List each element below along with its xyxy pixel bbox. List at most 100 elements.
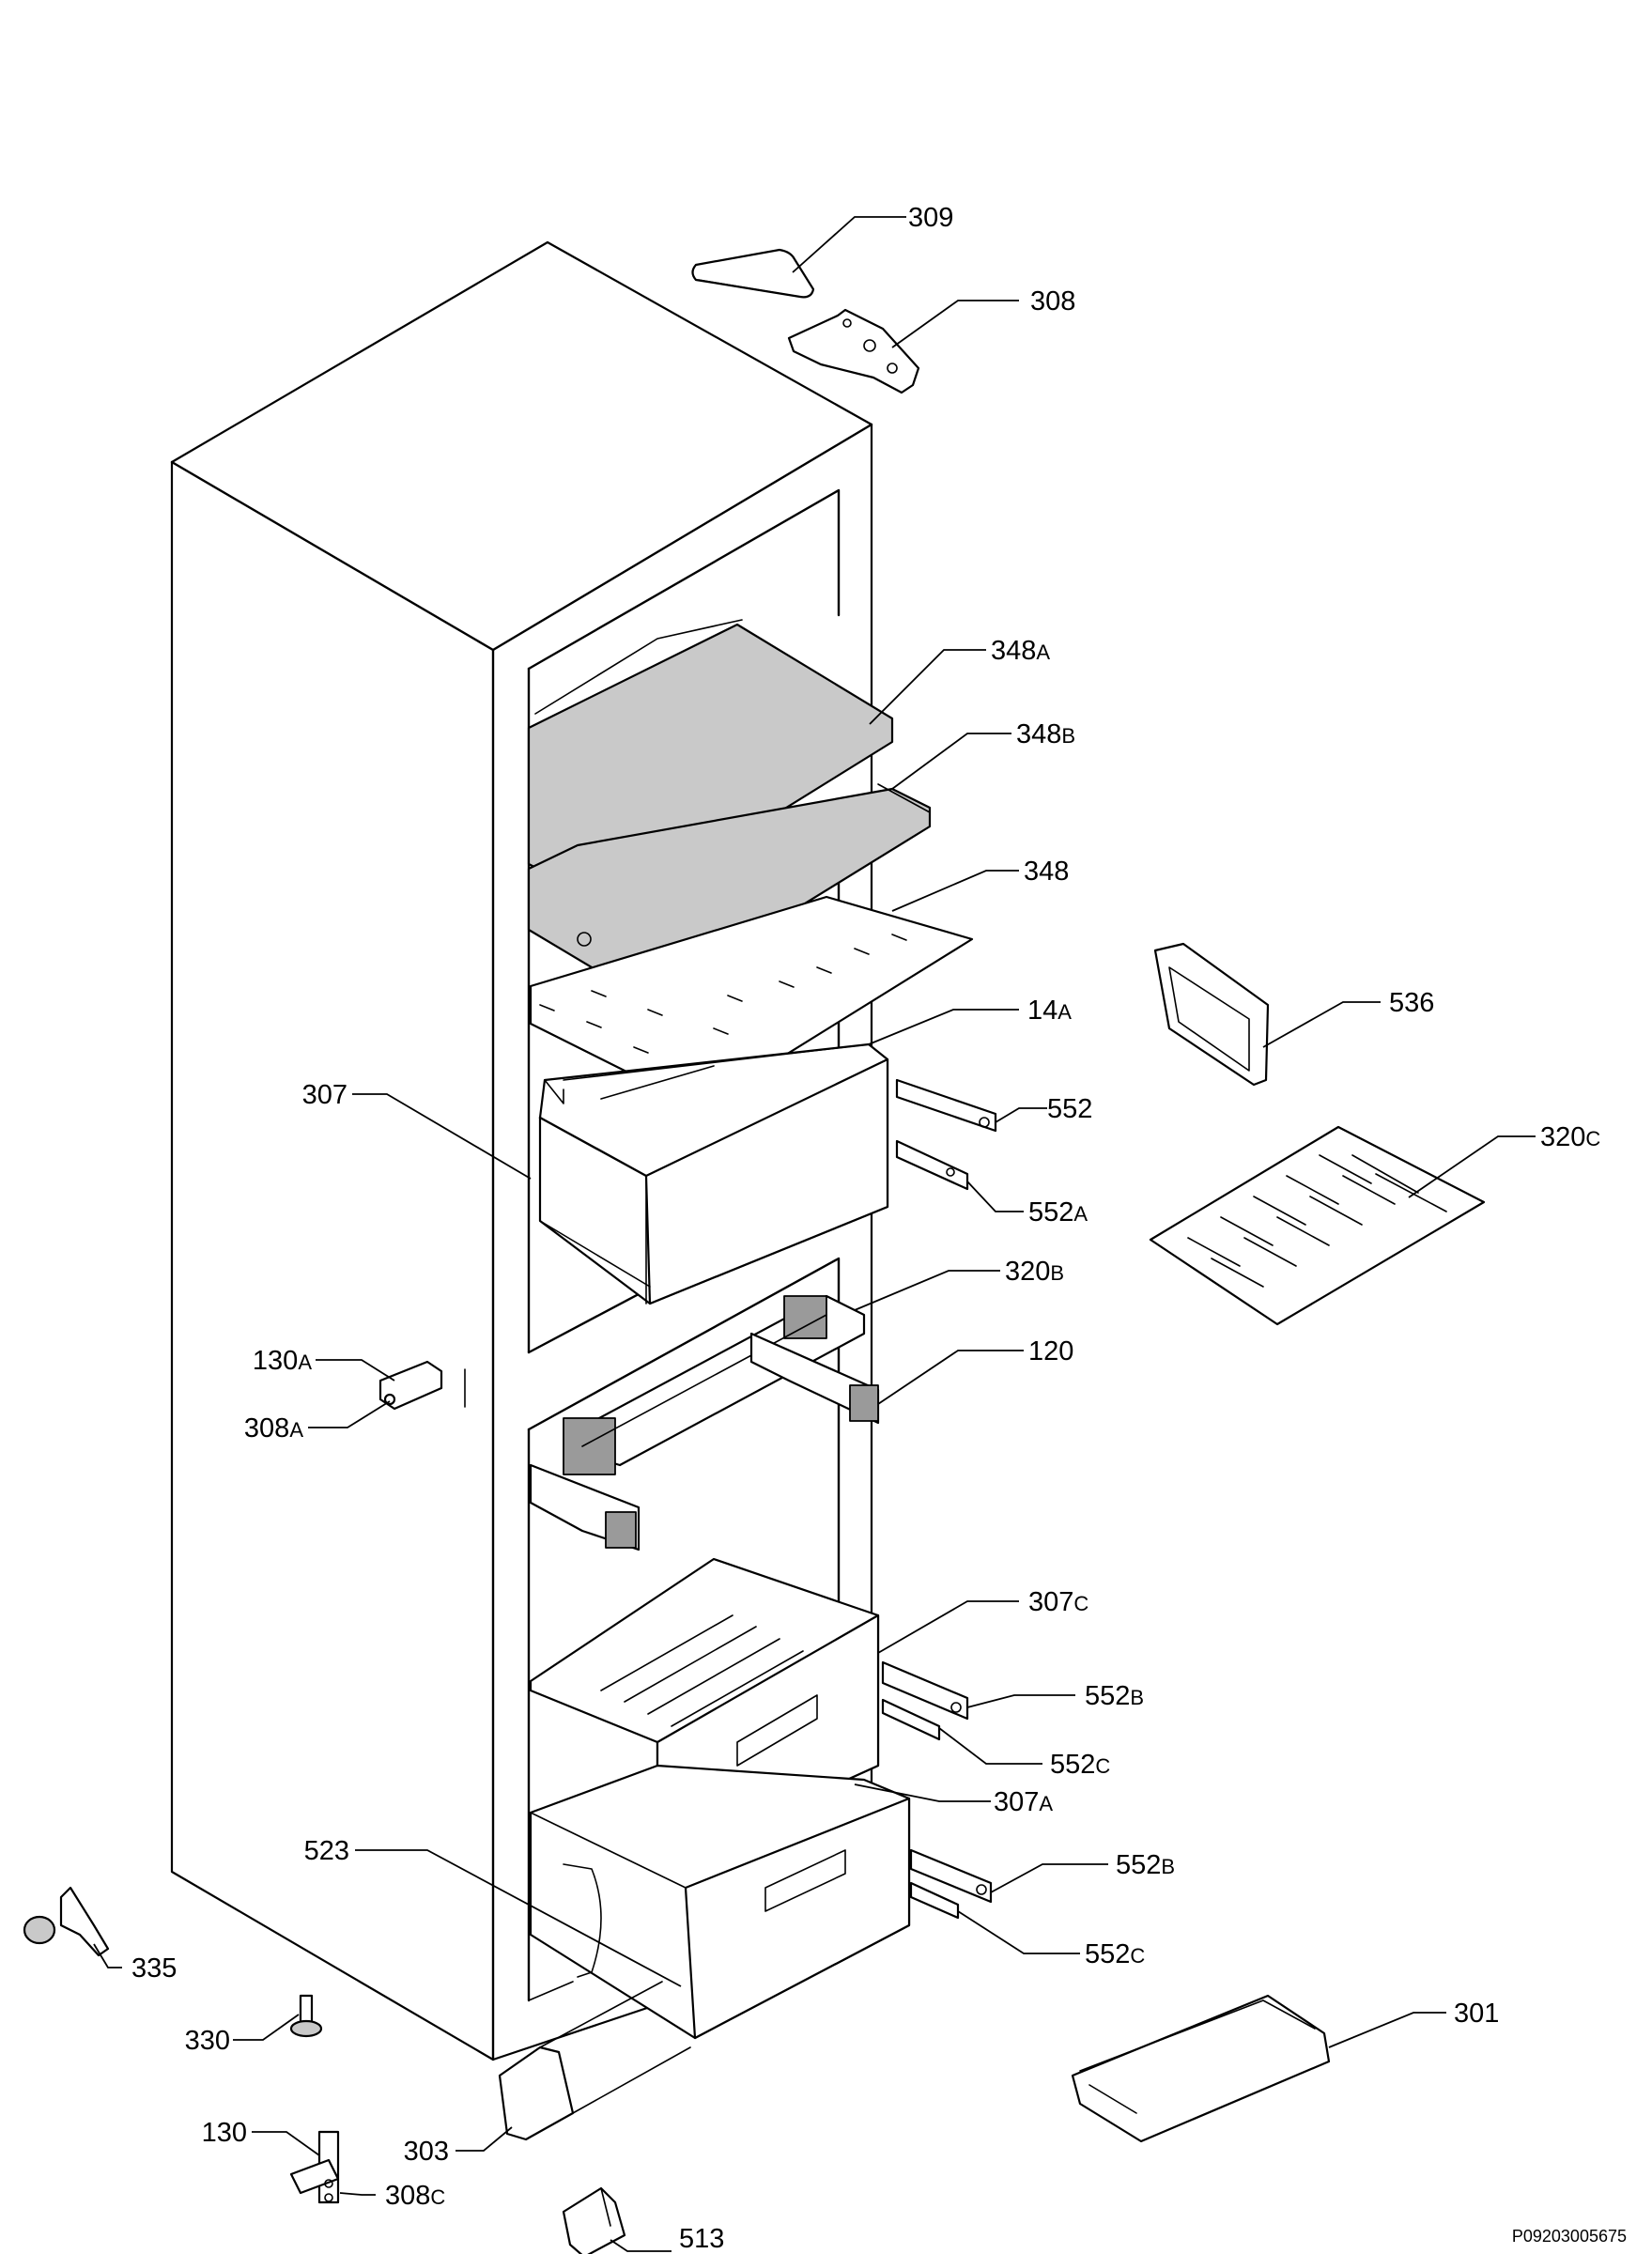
- label-number: 130: [202, 2118, 247, 2148]
- leader-307: [352, 1093, 532, 1180]
- label-303: 303: [404, 2137, 449, 2167]
- label-130: 130: [202, 2118, 247, 2148]
- label-number: 348: [991, 636, 1036, 666]
- label-suffix: B: [1061, 724, 1075, 748]
- label-307: 307: [302, 1080, 347, 1110]
- label-number: 320: [1540, 1122, 1585, 1152]
- label-suffix: B: [1050, 1261, 1064, 1285]
- label-523: 523: [304, 1836, 349, 1866]
- part-552c2-rail: [909, 1881, 960, 1920]
- label-number: 552: [1085, 1939, 1130, 1969]
- label-suffix: A: [1073, 1202, 1088, 1226]
- label-308a: 308A: [244, 1413, 303, 1443]
- leader-536: [1262, 1001, 1381, 1048]
- part-320c-grid-shelf: [1149, 1125, 1486, 1326]
- leader-130: [252, 2131, 320, 2156]
- label-14a: 14A: [1027, 996, 1072, 1026]
- leader-552a: [966, 1181, 1024, 1212]
- leader-320b: [854, 1270, 1000, 1311]
- drawing-code: P09203005675: [1512, 2227, 1627, 2246]
- label-330: 330: [185, 2026, 230, 2056]
- label-536: 536: [1389, 988, 1434, 1018]
- part-303-kick-plate: [498, 1981, 691, 2141]
- label-number: 301: [1454, 1999, 1499, 2029]
- leader-307c: [877, 1600, 1019, 1654]
- part-rail-left: [529, 1463, 641, 1552]
- label-number: 308: [1030, 286, 1075, 316]
- leader-523: [355, 1849, 682, 1987]
- leader-320c: [1408, 1135, 1536, 1198]
- part-513-clip: [562, 2186, 626, 2254]
- label-number: 552: [1028, 1197, 1073, 1227]
- leader-301: [1328, 2012, 1446, 2048]
- leader-130a: [316, 1359, 395, 1382]
- leader-308a: [308, 1400, 391, 1428]
- part-552b1-rail: [881, 1660, 969, 1721]
- label-301: 301: [1454, 1999, 1499, 2029]
- leader-309: [792, 216, 906, 273]
- part-307-drawer: [538, 1042, 889, 1305]
- label-number: 536: [1389, 988, 1434, 1018]
- label-number: 513: [679, 2224, 724, 2254]
- label-number: 348: [1016, 719, 1061, 749]
- label-552b1: 552B: [1085, 1681, 1144, 1711]
- part-552a-rail: [895, 1139, 969, 1191]
- label-number: 307: [1028, 1587, 1073, 1617]
- part-552c1-rail: [881, 1698, 941, 1741]
- label-suffix: C: [1130, 1944, 1145, 1968]
- part-130a-hinge: [378, 1360, 466, 1411]
- label-number: 552: [1085, 1681, 1130, 1711]
- label-307c: 307C: [1028, 1587, 1088, 1617]
- leader-308: [891, 300, 1019, 348]
- part-552-rail: [895, 1078, 997, 1133]
- leader-348b: [891, 733, 1011, 790]
- label-552c1: 552C: [1050, 1750, 1110, 1780]
- part-335-foot-bracket: [23, 1886, 110, 1957]
- label-130a: 130A: [253, 1346, 312, 1376]
- leader-307a: [854, 1783, 991, 1802]
- label-335: 335: [131, 1953, 177, 1984]
- part-536-bracket: [1153, 942, 1270, 1087]
- label-number: 552: [1116, 1850, 1161, 1880]
- label-suffix: C: [1585, 1127, 1600, 1150]
- label-552c2: 552C: [1085, 1939, 1145, 1969]
- label-suffix: A: [1039, 1792, 1053, 1815]
- label-number: 308: [244, 1413, 289, 1443]
- leader-348a: [869, 649, 986, 725]
- part-309-cover: [691, 248, 815, 299]
- leader-552b2: [990, 1863, 1108, 1893]
- label-348: 348: [1024, 857, 1069, 887]
- label-552: 552: [1047, 1094, 1092, 1124]
- leader-552b1: [966, 1694, 1075, 1708]
- part-320b-rail-assembly: [563, 1294, 866, 1475]
- label-suffix: A: [1036, 641, 1050, 664]
- part-552b2-rail: [909, 1848, 993, 1904]
- part-130-hinge-bottom: [289, 2130, 340, 2204]
- part-120-rail: [749, 1332, 880, 1425]
- label-suffix: C: [1073, 1592, 1088, 1615]
- label-308c: 308C: [385, 2181, 445, 2211]
- label-number: 330: [185, 2026, 230, 2056]
- label-309: 309: [908, 203, 953, 233]
- label-number: 307: [994, 1787, 1039, 1817]
- label-120: 120: [1028, 1336, 1073, 1366]
- label-number: 309: [908, 203, 953, 233]
- leader-14a: [868, 1009, 1019, 1045]
- label-suffix: C: [430, 2185, 445, 2209]
- label-suffix: A: [298, 1351, 312, 1374]
- label-348a: 348A: [991, 636, 1050, 666]
- label-number: 307: [302, 1080, 347, 1110]
- label-number: 130: [253, 1346, 298, 1376]
- leader-513: [610, 2239, 672, 2252]
- label-suffix: A: [289, 1418, 303, 1442]
- label-320b: 320B: [1005, 1257, 1064, 1287]
- label-suffix: A: [1058, 1000, 1072, 1024]
- leader-330: [233, 2014, 300, 2041]
- part-307a-freezer-drawer: [529, 1764, 911, 2040]
- leader-552: [995, 1107, 1047, 1123]
- part-330-adjustable-foot: [289, 1994, 323, 2038]
- leader-308c: [339, 2192, 376, 2196]
- label-320c: 320C: [1540, 1122, 1600, 1152]
- leader-120: [877, 1350, 1024, 1405]
